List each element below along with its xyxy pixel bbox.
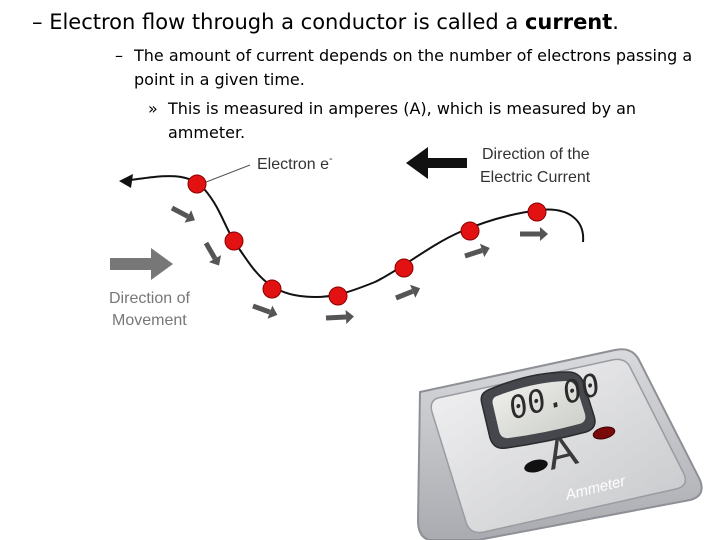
electrons (187, 174, 547, 306)
bullet-text: Electron flow through a conductor is cal… (49, 10, 525, 34)
movement-direction-arrow-icon (110, 248, 173, 280)
bullet-level-2: – The amount of current depends on the n… (115, 44, 715, 92)
movement-label-line1: Direction of (109, 290, 190, 307)
bullet-level-1: – Electron flow through a conductor is c… (32, 8, 712, 36)
drift-arrow-icon (325, 309, 354, 324)
electron (187, 174, 207, 194)
bullet-text-end: . (612, 10, 619, 34)
drift-arrow-icon (252, 303, 278, 319)
drift-arrow-icon (170, 205, 195, 223)
drift-arrows (170, 205, 548, 324)
wire-arrowhead-icon (119, 174, 133, 188)
conductor-wire (122, 175, 585, 298)
movement-label-line2: Movement (112, 312, 187, 329)
bullet-emphasis: current (524, 10, 613, 34)
current-label-line1: Direction of the (482, 146, 590, 163)
bullet-text: The amount of current depends on the num… (134, 46, 693, 89)
electron (328, 286, 348, 306)
ammeter-positive-terminal (592, 426, 616, 440)
electron (394, 258, 414, 278)
electron-leader-line (200, 164, 251, 185)
bullet-marker: – (32, 10, 43, 34)
bullet-marker: – (115, 46, 123, 65)
current-label-line2: Electric Current (480, 169, 591, 186)
ammeter-device: 00.00 A Ammeter (416, 348, 703, 540)
drift-arrow-icon (203, 241, 222, 266)
electron-label: Electron e- (257, 153, 333, 173)
current-direction-arrow-icon (406, 147, 467, 179)
bullet-marker: » (148, 99, 158, 118)
electron (460, 221, 480, 241)
electron (224, 231, 244, 251)
ammeter-negative-terminal (524, 459, 548, 473)
bullet-text: This is measured in amperes (A), which i… (168, 99, 637, 142)
drift-arrow-icon (464, 243, 490, 259)
bullet-level-3: » This is measured in amperes (A), which… (148, 97, 708, 145)
electron (262, 279, 282, 299)
drift-arrow-icon (520, 227, 548, 241)
electron (527, 202, 547, 222)
drift-arrow-icon (395, 284, 421, 301)
